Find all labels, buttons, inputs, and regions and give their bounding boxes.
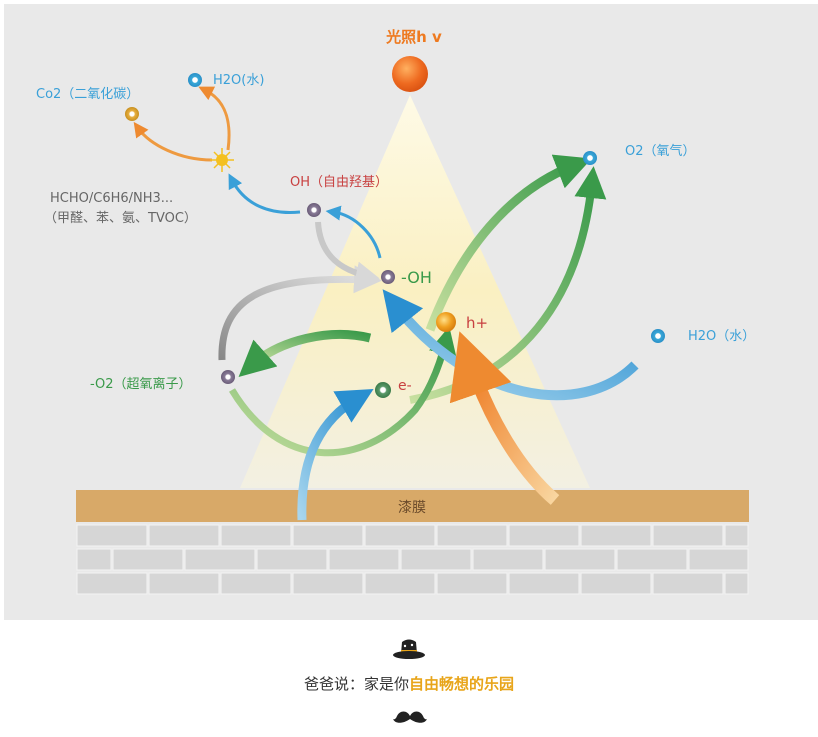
arrow-reaction-to-h2o <box>198 86 231 151</box>
brick <box>328 548 400 571</box>
brick <box>148 572 220 595</box>
pollutants-label-line2: （甲醛、苯、氨、TVOC） <box>44 210 197 226</box>
arrow-ohradical-to-reaction <box>228 173 301 215</box>
co2-dot <box>125 107 139 121</box>
brick <box>400 548 472 571</box>
h2o-top-label: H2O(水) <box>213 73 264 88</box>
photocatalysis-diagram: 光照h v 漆膜 Co2（二氧化碳） H2O(水) HCHO/C6H6/NH3.… <box>36 28 755 595</box>
arrow-oh-to-ohradical <box>325 205 382 259</box>
h-plus-dot <box>436 312 456 332</box>
light-cone <box>240 95 590 488</box>
arrow-film-to-h <box>449 331 560 505</box>
arrow-h-to-o2 <box>425 154 592 332</box>
arrow-film-to-e <box>297 388 374 521</box>
brick <box>688 548 749 571</box>
brick <box>472 548 544 571</box>
brick <box>292 524 364 547</box>
brick <box>580 572 652 595</box>
electron-dot <box>375 382 391 398</box>
co2-label: Co2（二氧化碳） <box>36 87 139 102</box>
superoxide-label: -O2（超氧离子） <box>90 376 192 392</box>
brick <box>364 572 436 595</box>
hat-icon <box>393 639 425 659</box>
light-label: 光照h v <box>385 28 442 46</box>
film-label: 漆膜 <box>398 500 426 516</box>
arrow-e-to-superoxide <box>238 329 372 377</box>
oh-radical-dot <box>307 203 321 217</box>
reaction-burst-icon <box>210 148 234 172</box>
h2o-top-dot <box>188 73 202 87</box>
arrow-ohradical-to-oh <box>315 221 380 286</box>
arrow-superoxide-loop <box>229 326 457 457</box>
sun-icon <box>392 56 428 92</box>
o2-dot <box>583 151 597 165</box>
h2o-right-dot <box>651 329 665 343</box>
brick <box>220 524 292 547</box>
paint-film <box>76 490 749 522</box>
brick <box>580 524 652 547</box>
mustache-icon <box>393 711 427 723</box>
h2o-right-label: H2O（水） <box>688 329 755 344</box>
brick <box>184 548 256 571</box>
brick <box>724 572 749 595</box>
brick <box>652 572 724 595</box>
h-plus-label: h+ <box>466 314 488 332</box>
oh-minus-dot <box>381 270 395 284</box>
brick <box>616 548 688 571</box>
arrow-superoxide-to-oh <box>218 265 382 361</box>
electron-label: e- <box>398 378 412 394</box>
oh-radical-label: OH（自由羟基） <box>290 175 388 190</box>
arrow-h2o-to-oh <box>382 289 639 401</box>
caption-highlight: 自由畅想的乐园 <box>409 675 515 693</box>
brick <box>292 572 364 595</box>
brick <box>112 548 184 571</box>
brick <box>724 524 749 547</box>
pollutants-label-line1: HCHO/C6H6/NH3... <box>50 191 173 206</box>
brick <box>76 572 148 595</box>
brick-wall <box>76 524 749 595</box>
brick <box>76 548 112 571</box>
brick <box>508 572 580 595</box>
caption: 爸爸说：家是你自由畅想的乐园 <box>0 673 818 694</box>
superoxide-dot <box>221 370 235 384</box>
brick <box>436 572 508 595</box>
brick <box>364 524 436 547</box>
brick <box>544 548 616 571</box>
arrow-reaction-to-co2 <box>133 121 213 162</box>
brick <box>508 524 580 547</box>
brick <box>220 572 292 595</box>
brick <box>436 524 508 547</box>
o2-label: O2（氧气） <box>625 143 696 159</box>
brick <box>256 548 328 571</box>
oh-minus-label: -OH <box>401 268 432 287</box>
brick <box>76 524 148 547</box>
brick <box>148 524 220 547</box>
caption-prefix: 爸爸说：家是你 <box>303 675 409 693</box>
brick <box>652 524 724 547</box>
